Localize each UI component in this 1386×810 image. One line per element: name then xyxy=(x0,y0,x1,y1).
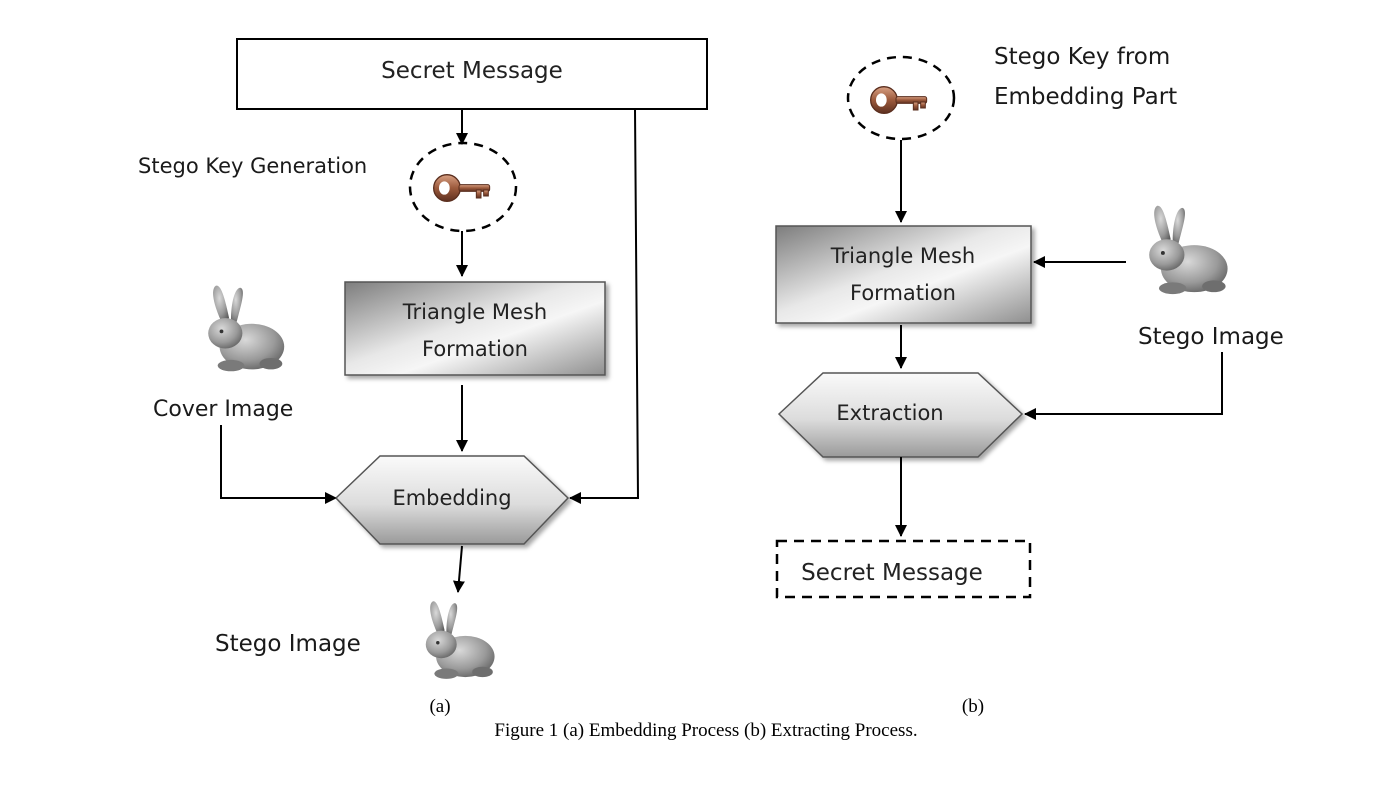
embedding-hexagon xyxy=(334,455,570,545)
triangle-mesh-box xyxy=(344,281,606,376)
stego-image-label-a: Stego Image xyxy=(215,631,361,657)
secret-message-label-b: Secret Message xyxy=(801,560,983,586)
key-icon xyxy=(432,173,491,203)
secret-message-box-b xyxy=(775,539,1032,599)
triangle-mesh-b-label-line2: Formation xyxy=(850,281,956,305)
key-icon-b xyxy=(869,85,928,115)
stego-image-bunny-icon-b xyxy=(1149,205,1228,295)
stego-key-generation-label: Stego Key Generation xyxy=(138,154,367,178)
arrow-embedding-to-stego xyxy=(452,545,465,593)
panel-a: Secret Message Stego Key Generation Tria… xyxy=(138,38,708,679)
stego-key-from-label-line1: Stego Key from xyxy=(994,44,1170,70)
key-dashed-circle-b xyxy=(846,55,956,141)
arrow-cover-to-embedding xyxy=(220,425,337,504)
extraction-label: Extraction xyxy=(836,401,943,425)
figure-caption: Figure 1 (a) Embedding Process (b) Extra… xyxy=(494,720,917,741)
extraction-hexagon xyxy=(777,372,1024,458)
arrow-stego-to-extraction xyxy=(1024,352,1223,420)
triangle-mesh-label-line1: Triangle Mesh xyxy=(402,300,547,324)
key-dashed-circle xyxy=(408,141,518,233)
stego-image-label-b: Stego Image xyxy=(1138,324,1284,350)
cover-image-bunny-icon xyxy=(208,285,285,372)
triangle-mesh-box-b xyxy=(775,225,1032,324)
cover-image-label: Cover Image xyxy=(153,397,293,422)
panel-a-label: (a) xyxy=(429,696,450,717)
triangle-mesh-label-line2: Formation xyxy=(422,337,528,361)
panel-b: Stego Key from Embedding Part Triangle M… xyxy=(775,44,1284,599)
triangle-mesh-b-label-line1: Triangle Mesh xyxy=(830,244,975,268)
stego-key-from-label-line2: Embedding Part xyxy=(994,84,1177,110)
arrow-secret-to-embedding xyxy=(569,108,640,504)
secret-message-label: Secret Message xyxy=(381,58,563,84)
stego-image-bunny-icon-a xyxy=(425,601,495,679)
panel-b-label: (b) xyxy=(962,696,984,717)
embedding-label: Embedding xyxy=(392,486,511,510)
secret-message-box xyxy=(236,38,708,110)
